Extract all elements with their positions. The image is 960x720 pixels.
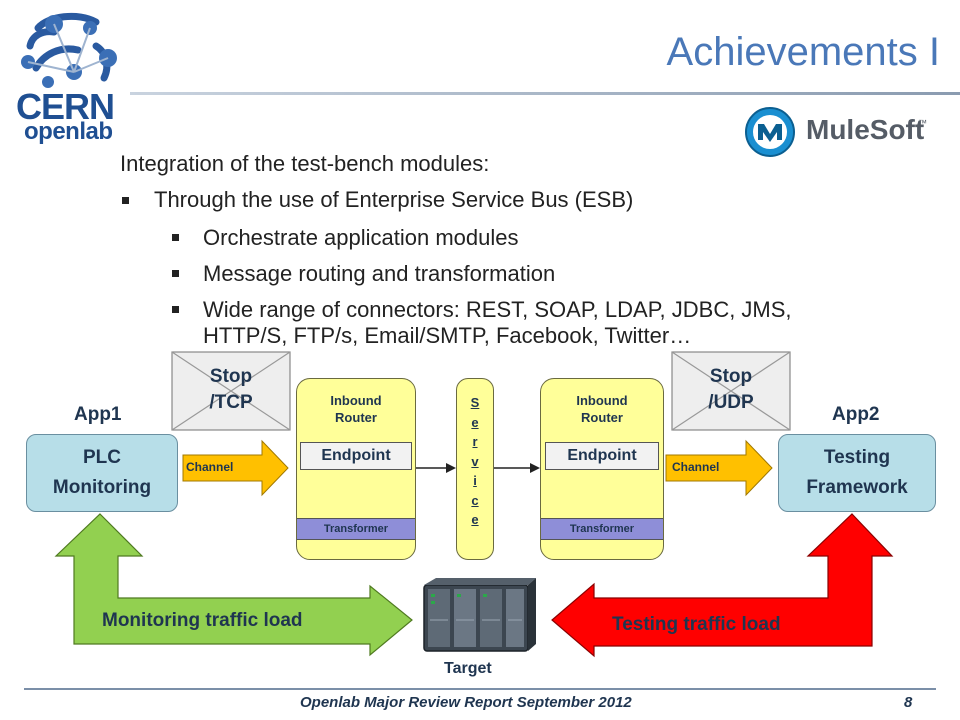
monitoring-traffic-arrow xyxy=(54,513,413,657)
service-letter: i xyxy=(473,473,477,488)
mulesoft-logo-text: MuleSoft xyxy=(806,114,925,145)
app1-label: App1 xyxy=(74,404,122,425)
channel-arrow-left xyxy=(182,439,289,497)
inbound-router-left-title: Inbound Router xyxy=(296,392,416,426)
page-number: 8 xyxy=(904,694,913,711)
envelope-icon-tcp xyxy=(171,351,291,431)
sub-bullet-orchestrate: Orchestrate application modules xyxy=(203,225,519,250)
monitoring-traffic-label: Monitoring traffic load xyxy=(102,610,303,631)
bullet-square-icon xyxy=(172,306,179,313)
mulesoft-trademark: ™ xyxy=(918,118,927,128)
tf-box-line-1: Testing xyxy=(823,447,891,468)
bullet-square-icon xyxy=(172,270,179,277)
service-letter: e xyxy=(471,414,479,430)
testing-framework-box: Testing Framework xyxy=(778,434,936,512)
service-letter: c xyxy=(471,492,479,508)
service-letter: v xyxy=(471,453,479,469)
bullet-square-icon xyxy=(122,197,129,204)
router-left-line-1: Inbound xyxy=(330,393,382,408)
sub-bullet-routing: Message routing and transformation xyxy=(203,261,556,286)
channel-label-right: Channel xyxy=(672,460,720,474)
endpoint-right: Endpoint xyxy=(545,442,659,470)
transformer-right: Transformer xyxy=(541,518,663,540)
envelope-icon-udp xyxy=(671,351,791,431)
footer-text: Openlab Major Review Report September 20… xyxy=(300,694,632,711)
service-letter: S xyxy=(470,395,480,410)
stop-udp-line-2: /UDP xyxy=(708,392,754,413)
stop-udp-line-1: Stop xyxy=(709,366,753,387)
title-divider xyxy=(130,92,960,95)
transformer-left: Transformer xyxy=(297,518,415,540)
channel-arrow-right xyxy=(665,439,773,497)
openlab-logo-text: openlab xyxy=(24,118,113,145)
service-bar: S e r v i c e xyxy=(456,378,494,560)
stop-tcp-line-2: /TCP xyxy=(209,392,253,413)
endpoint-left: Endpoint xyxy=(300,442,412,470)
tf-box-line-2: Framework xyxy=(806,477,908,498)
intro-text: Integration of the test-bench modules: xyxy=(120,151,490,176)
router-right-line-1: Inbound xyxy=(576,393,628,408)
channel-label-left: Channel xyxy=(186,460,234,474)
plc-target-icon xyxy=(423,578,536,652)
app2-label: App2 xyxy=(832,404,880,425)
mulesoft-logo-icon xyxy=(745,107,795,157)
plc-box-line-1: PLC xyxy=(82,447,121,468)
router-left-line-2: Router xyxy=(335,410,377,425)
sub-bullet-connectors: Wide range of connectors: REST, SOAP, LD… xyxy=(203,297,792,322)
testing-traffic-arrow xyxy=(551,513,894,658)
plc-monitoring-box: PLC Monitoring xyxy=(26,434,178,512)
cern-logo-icon xyxy=(21,12,117,88)
footer-divider xyxy=(24,688,936,690)
stop-udp-label: Stop /UDP xyxy=(672,364,790,416)
router-right-line-2: Router xyxy=(581,410,623,425)
stop-tcp-label: Stop /TCP xyxy=(172,364,290,416)
cern-logo-text: CERN xyxy=(16,86,115,127)
service-letter: e xyxy=(471,512,479,527)
testing-traffic-label: Testing traffic load xyxy=(612,614,781,635)
service-letter: r xyxy=(472,434,478,449)
bullet-square-icon xyxy=(172,234,179,241)
bullet-esb: Through the use of Enterprise Service Bu… xyxy=(154,187,634,212)
stop-tcp-line-1: Stop xyxy=(209,366,253,387)
slide-title: Achievements I xyxy=(666,30,940,74)
plc-box-line-2: Monitoring xyxy=(52,477,152,498)
sub-bullet-connectors-cont: HTTP/S, FTP/s, Email/SMTP, Facebook, Twi… xyxy=(203,323,692,348)
target-label: Target xyxy=(444,660,492,677)
inbound-router-right-title: Inbound Router xyxy=(540,392,664,426)
